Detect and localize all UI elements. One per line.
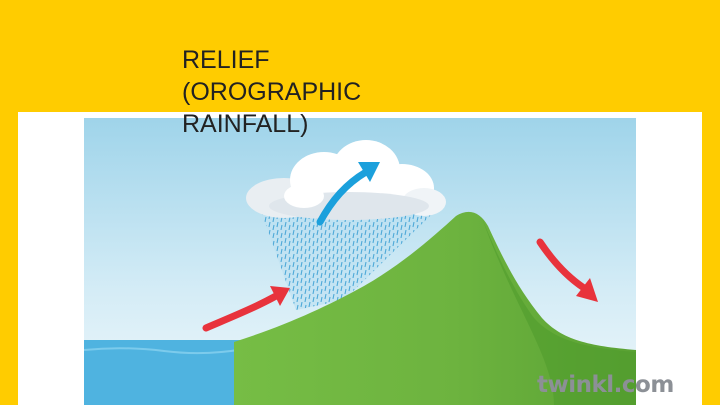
sea (84, 340, 244, 405)
descending-air-arrow (536, 238, 598, 302)
rising-air-arrow (316, 162, 380, 226)
orographic-rainfall-illustration (84, 118, 636, 405)
mountain (234, 211, 636, 405)
slide-title: RELIEF (OROGRAPHIC RAINFALL) (182, 46, 362, 138)
moist-air-arrow (202, 286, 290, 332)
twinkl-watermark: twinkl.com (537, 372, 674, 398)
mountain-shadow (482, 218, 636, 405)
